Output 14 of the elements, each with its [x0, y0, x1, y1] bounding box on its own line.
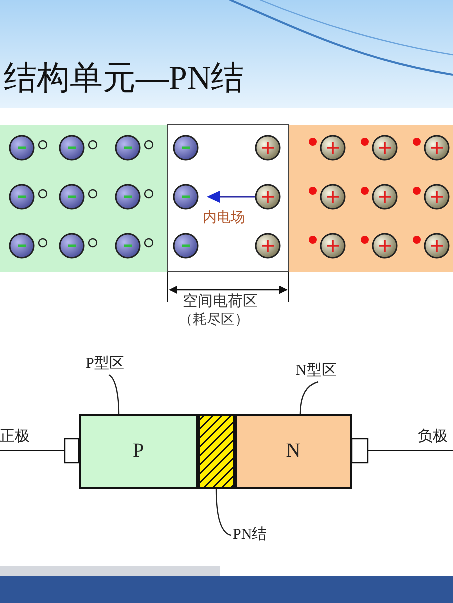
terminal-label: 正极	[0, 430, 30, 445]
p-region-box: P	[79, 414, 198, 489]
leader-line	[108, 374, 120, 414]
junction-label: PN结	[233, 528, 268, 543]
leader-line	[300, 381, 319, 414]
field-label: 内电场	[203, 212, 245, 226]
region-label: P型区	[86, 357, 124, 372]
n-region-box: N	[235, 414, 352, 489]
hatched-junction	[198, 414, 235, 489]
slide-title: 结构单元—PN结	[4, 63, 244, 96]
dimension-label: 空间电荷区	[183, 295, 258, 310]
region-label: N型区	[296, 364, 337, 379]
leader-line	[216, 489, 232, 536]
terminal-label: 负极	[418, 430, 448, 445]
